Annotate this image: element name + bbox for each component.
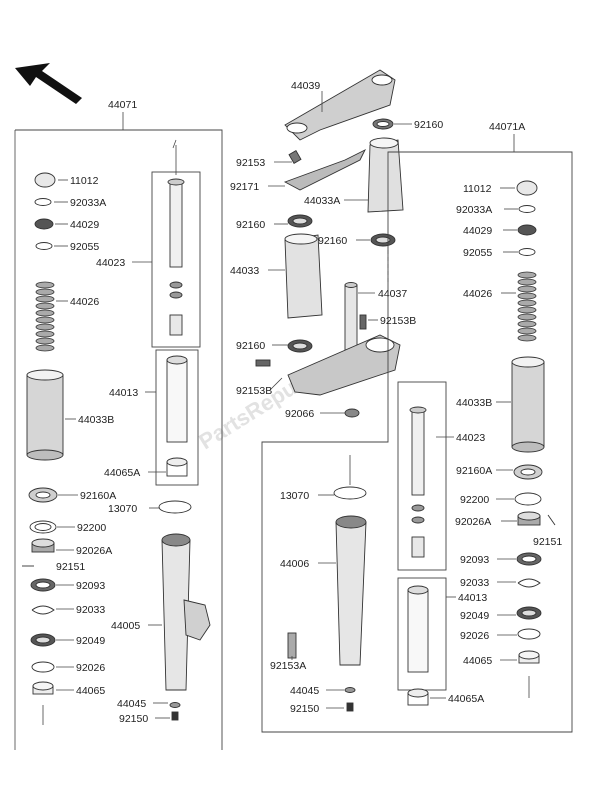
label-44065-left: 44065 — [76, 685, 105, 697]
label-44033B-right: 44033B — [456, 397, 492, 409]
label-92150-left: 92150 — [119, 713, 148, 725]
label-92033-left: 92033 — [76, 604, 105, 616]
label-44023-left: 44023 — [96, 257, 125, 269]
center-assembly — [255, 69, 412, 418]
label-11012-left: 11012 — [70, 175, 99, 187]
left-outer-tube — [158, 500, 211, 721]
label-44026-left: 44026 — [70, 296, 99, 308]
label-92151-right: 92151 — [533, 536, 562, 548]
label-44013-left: 44013 — [109, 387, 138, 399]
left-parts — [22, 172, 64, 725]
left-assembly — [14, 112, 223, 750]
label-92153B-left: 92153B — [236, 385, 272, 397]
label-92033A-left: 92033A — [70, 197, 106, 209]
label-44033B-left: 44033B — [78, 414, 114, 426]
label-92055-right: 92055 — [463, 247, 492, 259]
label-assembly-right: 44071A — [489, 121, 525, 133]
label-92200-right: 92200 — [460, 494, 489, 506]
label-44029-left: 44029 — [70, 219, 99, 231]
label-44023-right: 44023 — [456, 432, 485, 444]
label-92160-b: 92160 — [318, 235, 347, 247]
label-44029-right: 44029 — [463, 225, 492, 237]
right-parts — [511, 180, 556, 698]
label-44065A-left: 44065A — [104, 467, 140, 479]
label-92033-right: 92033 — [460, 577, 489, 589]
label-92093-right: 92093 — [460, 554, 489, 566]
label-44033: 44033 — [230, 265, 259, 277]
label-92160A-left: 92160A — [80, 490, 116, 502]
label-92160-top: 92160 — [414, 119, 443, 131]
right-fork-rod — [407, 406, 429, 706]
label-44013-right: 44013 — [458, 592, 487, 604]
label-92200-left: 92200 — [77, 522, 106, 534]
label-92160-a: 92160 — [236, 219, 265, 231]
label-44033A: 44033A — [304, 195, 340, 207]
label-13070-left: 13070 — [108, 503, 137, 515]
right-rod-group-box — [397, 381, 447, 571]
label-92055-left: 92055 — [70, 241, 99, 253]
label-44065-right: 44065 — [463, 655, 492, 667]
label-44005-left: 44005 — [111, 620, 140, 632]
label-92153A: 92153A — [270, 660, 306, 672]
label-44037: 44037 — [378, 288, 407, 300]
label-92026-right: 92026 — [460, 630, 489, 642]
upper-bracket — [284, 69, 396, 141]
label-92151-left: 92151 — [56, 561, 85, 573]
label-92160-c: 92160 — [236, 340, 265, 352]
label-92153: 92153 — [236, 157, 265, 169]
label-11012-right: 11012 — [463, 183, 492, 195]
label-92026A-left: 92026A — [76, 545, 112, 557]
label-44026-right: 44026 — [463, 288, 492, 300]
left-leaders — [54, 179, 170, 719]
label-92049-right: 92049 — [460, 610, 489, 622]
label-92033A-right: 92033A — [456, 204, 492, 216]
label-44045-middle: 44045 — [290, 685, 319, 697]
label-44006: 44006 — [280, 558, 309, 570]
label-92066: 92066 — [285, 408, 314, 420]
label-92160A-right: 92160A — [456, 465, 492, 477]
right-assembly — [261, 134, 573, 733]
label-92026A-right: 92026A — [455, 516, 491, 528]
label-44065A-right: 44065A — [448, 693, 484, 705]
label-44039: 44039 — [291, 80, 320, 92]
label-92049-left: 92049 — [76, 635, 105, 647]
right-leaders — [291, 187, 518, 709]
label-92026-left: 92026 — [76, 662, 105, 674]
left-tube-group-box — [155, 349, 199, 486]
label-92171: 92171 — [230, 181, 259, 193]
left-fork-rod — [166, 139, 188, 477]
label-13070-middle: 13070 — [280, 490, 309, 502]
label-assembly-left: 44071 — [108, 99, 137, 111]
middle-outer-tube — [287, 455, 367, 712]
orientation-arrow-icon — [15, 63, 82, 104]
label-92150-middle: 92150 — [290, 703, 319, 715]
label-44045-left: 44045 — [117, 698, 146, 710]
label-92153B-right: 92153B — [380, 315, 416, 327]
label-92093-left: 92093 — [76, 580, 105, 592]
labels: 44071 44071A 11012 92033A 44029 92055 44… — [56, 80, 562, 725]
